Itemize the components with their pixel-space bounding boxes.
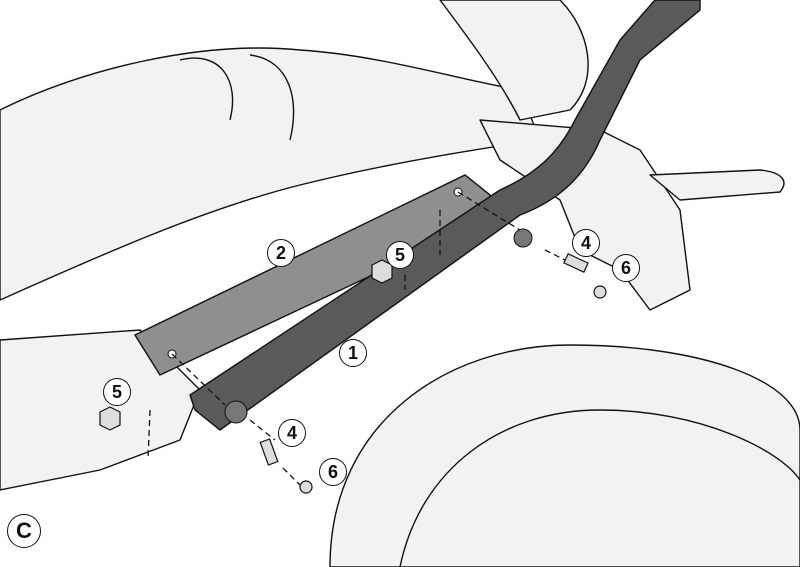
washer-right-icon [593,285,607,299]
callout-screw-left: 4 [278,419,306,447]
callout-bracket: 1 [339,339,367,367]
indicator [649,169,785,201]
seat-cushion-edge [179,54,295,141]
callout-washer-right: 6 [612,254,640,282]
tire [399,409,800,567]
washer-left-icon [299,480,313,494]
assembly-guides [147,191,576,486]
callout-nut-left: 5 [103,378,131,406]
callout-plate: 2 [267,239,295,267]
frame-lower [0,329,201,491]
callout-washer-left: 6 [319,458,347,486]
rear-rack-bracket [189,0,701,431]
nut-left-icon [99,406,121,431]
tail-light [439,0,589,121]
nut-right-icon [371,259,393,284]
section-label: C [7,514,41,548]
callout-screw-right: 4 [572,229,600,257]
screw-right-icon [563,253,589,273]
rear-wheel-fender [329,344,800,567]
callout-nut-right: 5 [386,241,414,269]
screw-left-icon [259,438,279,466]
